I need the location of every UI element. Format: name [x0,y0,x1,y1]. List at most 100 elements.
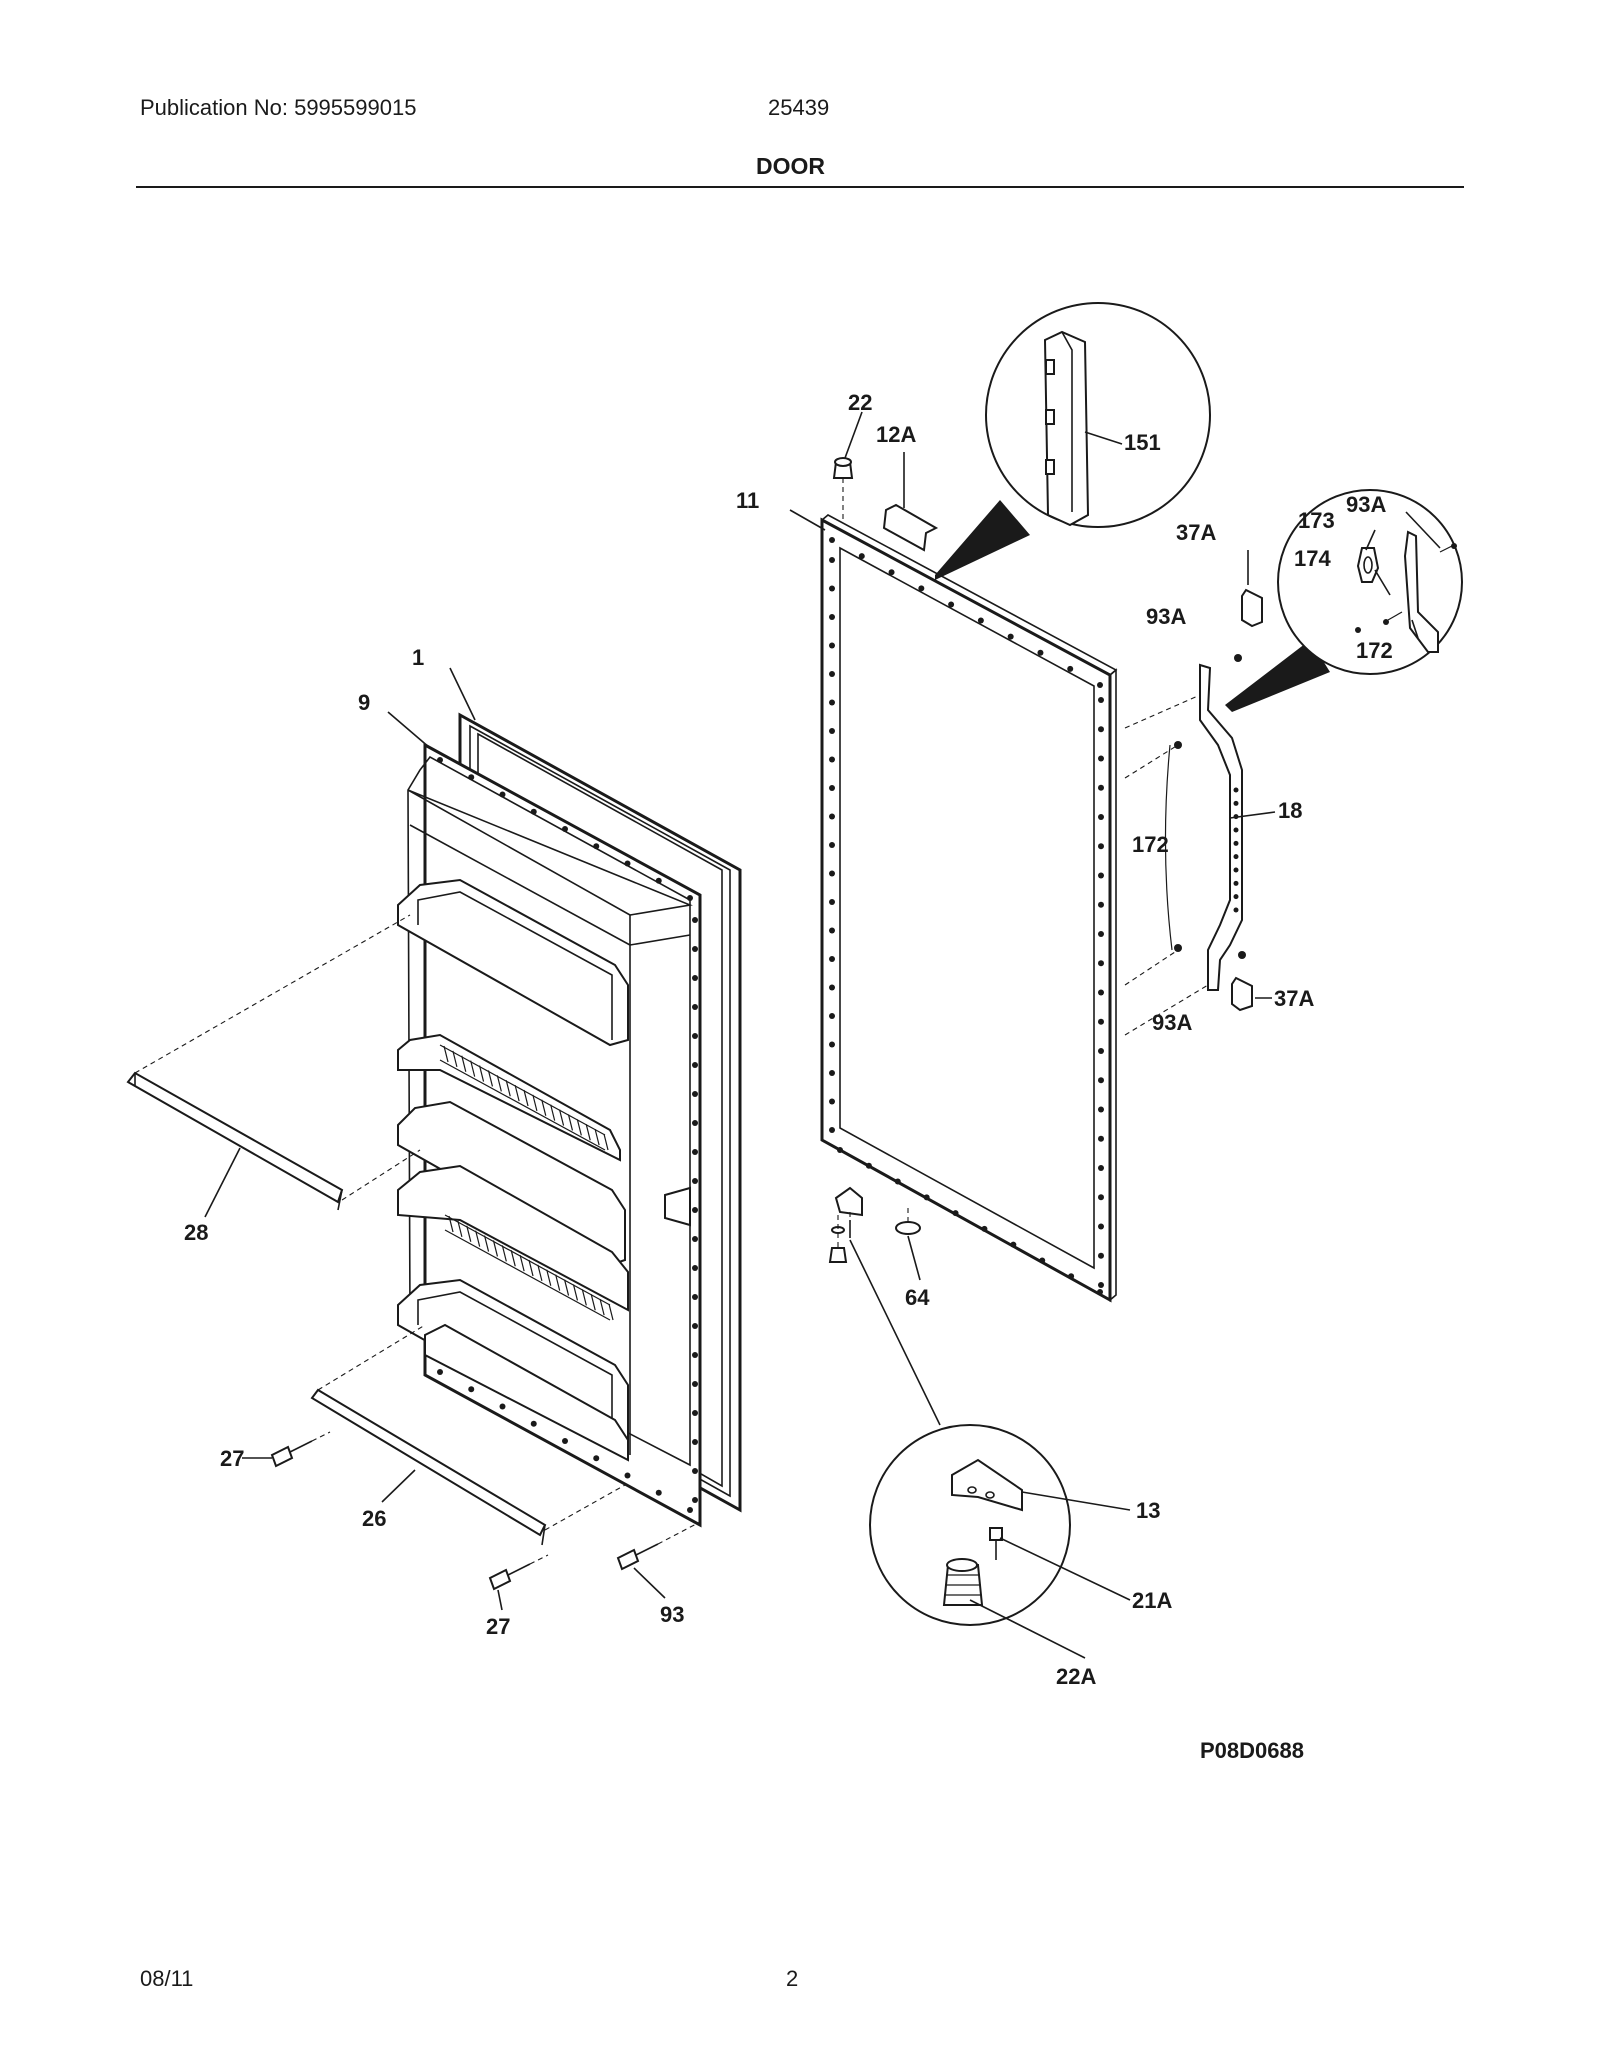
screw-hole [437,757,443,763]
callout-18: 18 [1278,798,1302,823]
screw-hole [918,585,925,592]
screw-hole [1098,1194,1104,1201]
rack-bar [510,1250,516,1267]
screw-hole [692,1497,698,1503]
rack-bar [558,1109,565,1126]
screw-hole [692,1091,698,1097]
callout-37A-bottom: 37A [1274,986,1314,1011]
screw-hole [923,1194,930,1201]
rack-bar [608,1303,614,1321]
callout-12A: 12A [876,422,916,447]
rack-bar [448,1215,454,1233]
header-divider [136,186,1464,188]
screw-hole [1098,1252,1104,1259]
screw-hole [829,1041,835,1048]
door-shelf-4 [397,1164,629,1321]
screw-hole [692,1265,698,1271]
screw-hole [1233,840,1239,846]
screw-hole [829,842,835,848]
shelf-rail-26 [310,1324,626,1546]
endcap-37A-top [1241,588,1263,628]
callout-22: 22 [848,390,872,415]
rack-bar [475,1230,481,1247]
rack-bar [470,1060,476,1077]
door-shelf-6 [424,1323,629,1462]
rack-bar [594,1128,600,1146]
screw-hole [530,808,537,815]
screw-hole [829,785,835,791]
screw-hole [692,1062,698,1068]
screw-hole [499,1403,506,1410]
screw-hole [1233,894,1239,900]
screw-hole [1098,1165,1104,1171]
label-12A [882,503,939,552]
screw-hole [1097,1289,1103,1295]
rack-bar [461,1055,467,1072]
screw-hole [1039,1257,1046,1264]
rack-bar [466,1225,472,1242]
leader-lines [204,411,1441,1659]
callout-93A-circle: 93A [1346,492,1386,517]
rack-bar [443,1045,449,1063]
screw-hole [1098,814,1104,820]
callout-26: 26 [362,1506,386,1531]
screw-hole [1098,1135,1104,1142]
screw-hole [829,984,835,991]
screw-hole [692,1468,698,1474]
bottom-hinge-hardware [828,1186,941,1426]
screw-hole [829,671,835,677]
endcap-37A-bottom [1231,976,1253,1012]
screw-hole [894,1178,901,1185]
screw-hole [1233,827,1239,833]
callout-173: 173 [1298,508,1335,533]
plug-22 [832,457,854,520]
screw-hole [1098,1048,1104,1054]
rack-bar [581,1289,587,1306]
screw-hole [829,585,835,592]
screw-hole [1098,726,1104,733]
screw-hole [1098,784,1104,791]
callout-9: 9 [358,690,370,715]
handle-fasteners [1174,654,1246,959]
screw-hole [499,791,506,798]
callout-27-left: 27 [220,1446,244,1471]
screw-hole [1098,872,1104,879]
screw-hole [829,899,835,905]
rack-bar [496,1075,502,1092]
callout-labels: 1 9 11 12A 22 151 37A 93A 173 174 172 93… [184,390,1393,1763]
screw-hole [692,1294,698,1300]
callout-28: 28 [184,1220,208,1245]
callout-21A: 21A [1132,1588,1172,1613]
callout-13: 13 [1136,1498,1160,1523]
screw-hole [1098,1018,1104,1025]
rack-bar [478,1065,485,1082]
screw-hole [1233,880,1239,886]
screw-hole [1233,867,1239,873]
screw-hole [692,1439,698,1445]
screw-hole [692,1352,698,1358]
screw-hole [655,877,662,884]
screw-hole [692,1207,698,1213]
screw-hole [1098,960,1104,967]
screw-hole [1098,1077,1104,1084]
screw-hole [692,917,698,923]
rack-bar [585,1124,591,1141]
screw-hole [829,813,835,820]
screw-hole [1233,854,1239,860]
screw-27-bottom [488,1554,549,1591]
screw-hole [692,1323,698,1329]
callout-22A: 22A [1056,1664,1096,1689]
screw-hole [692,1410,698,1416]
callout-172: 172 [1132,832,1169,857]
screw-hole [948,601,955,608]
screw-hole [1233,907,1239,913]
screw-hole [829,728,835,734]
screw-hole [829,614,835,620]
detail-circle-151 [935,302,1211,580]
screw-hole [981,1225,988,1232]
rack-bar [550,1104,556,1121]
door-shelf-1 [397,878,629,1047]
screw-hole [829,1013,835,1019]
screw-hole [692,1033,698,1039]
rack-bar [452,1050,458,1068]
